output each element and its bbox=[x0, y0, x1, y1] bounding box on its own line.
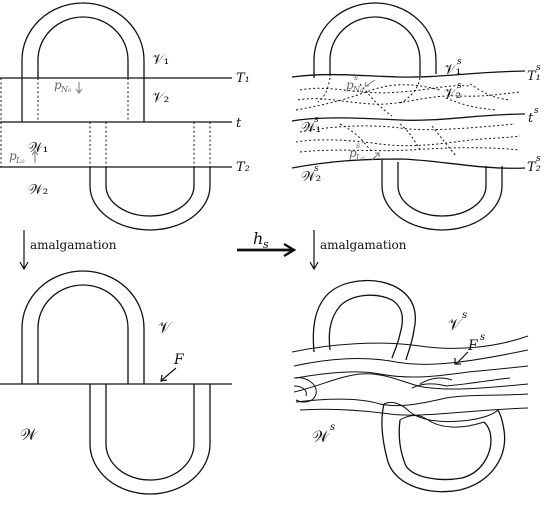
label-t: t bbox=[236, 116, 242, 131]
label-pL0s-sup: s bbox=[356, 141, 360, 150]
label-t1s: T₁ bbox=[527, 69, 541, 84]
line-t2s bbox=[291, 158, 526, 169]
w-u-inner bbox=[105, 167, 195, 217]
label-pN0s-sup: s bbox=[354, 73, 358, 82]
arrow-left-down: amalgamation bbox=[19, 230, 117, 271]
label-t2: T₂ bbox=[236, 160, 250, 175]
label-w1: 𝒲₁ bbox=[28, 140, 48, 156]
vs-inner bbox=[328, 294, 404, 359]
label-amalgamation-left: amalgamation bbox=[30, 238, 117, 252]
ws-u-inner bbox=[397, 162, 487, 217]
label-pL0: p bbox=[9, 149, 17, 163]
w-u-outer bbox=[89, 167, 211, 231]
label-hs: h bbox=[253, 229, 263, 248]
vs-outer bbox=[312, 279, 417, 361]
label-v1s-sup: s bbox=[457, 57, 462, 67]
label-w2: 𝒲₂ bbox=[28, 182, 48, 198]
label-pL0s: p bbox=[349, 146, 357, 160]
label-ts-sup: s bbox=[534, 106, 539, 116]
label-t2s-sup: s bbox=[536, 154, 541, 164]
v-arch-outer bbox=[21, 2, 145, 122]
ws-u-outer bbox=[381, 160, 503, 231]
label-v1s: 𝒱₁ bbox=[444, 62, 461, 78]
label-vs: 𝒱 bbox=[448, 315, 464, 334]
label-t1s-sup: s bbox=[536, 63, 541, 73]
label-v1: 𝒱₁ bbox=[152, 52, 169, 68]
panel-top-right: 𝒱₁ s 𝒱₂ s 𝒲₁ s 𝒲₂ s T₁ s t s T₂ s p N₀ s… bbox=[291, 2, 541, 231]
label-ws-sup: s bbox=[330, 422, 335, 433]
arrow-pN0 bbox=[75, 82, 83, 94]
label-v: 𝒱 bbox=[158, 318, 174, 337]
label-pN0-sub: N₀ bbox=[60, 85, 72, 94]
label-f: F bbox=[173, 352, 185, 368]
label-amalgamation-right: amalgamation bbox=[320, 238, 407, 252]
line-ts bbox=[291, 113, 526, 122]
label-fs-sup: s bbox=[480, 332, 485, 343]
fs-bands bbox=[291, 335, 529, 416]
ws-outer bbox=[381, 403, 506, 493]
v-arch-inner bbox=[37, 16, 129, 78]
ws-inner bbox=[398, 419, 492, 481]
label-w1s: 𝒲₁ bbox=[301, 120, 321, 136]
label-pL0s-sub: L₀ bbox=[355, 153, 365, 162]
v-outer bbox=[21, 270, 145, 384]
panel-bottom-left: 𝒱 𝒲 F bbox=[0, 270, 232, 495]
label-w2s-sup: s bbox=[314, 164, 319, 174]
v-arch-dotted bbox=[37, 78, 129, 122]
panel-bottom-right: 𝒱 s 𝒲 s F s bbox=[291, 279, 529, 493]
label-w2s: 𝒲₂ bbox=[301, 169, 321, 185]
arrow-pL0s bbox=[371, 152, 380, 161]
arrow-pL0 bbox=[31, 150, 39, 163]
w-outer bbox=[89, 384, 211, 495]
v-inner bbox=[37, 284, 129, 384]
tangle-dotted bbox=[295, 77, 521, 157]
label-v2: 𝒱₂ bbox=[152, 90, 169, 106]
label-pN0: p bbox=[54, 78, 62, 92]
w-inner bbox=[105, 384, 195, 481]
label-v2s-sup: s bbox=[457, 81, 462, 91]
ws-join bbox=[383, 401, 499, 423]
arrow-fs bbox=[454, 351, 469, 365]
label-v2s: 𝒱₂ bbox=[444, 86, 461, 102]
label-t1: T₁ bbox=[236, 71, 250, 86]
label-w: 𝒲 bbox=[20, 425, 38, 444]
label-ws: 𝒲 bbox=[312, 427, 330, 446]
label-fs: F bbox=[467, 338, 479, 354]
label-w1s-sup: s bbox=[314, 115, 319, 125]
arrow-hs: h s bbox=[237, 229, 297, 258]
arrow-f bbox=[160, 367, 177, 382]
label-vs-sup: s bbox=[462, 310, 467, 321]
label-ts: t bbox=[528, 111, 534, 126]
label-pN0s-sub: N₀ bbox=[352, 85, 364, 94]
vs-arch-inner bbox=[329, 16, 421, 76]
label-pL0-sub: L₀ bbox=[15, 156, 25, 165]
arrow-right-down: amalgamation bbox=[309, 230, 407, 271]
vs-arch-outer bbox=[313, 2, 437, 78]
arrow-pN0s bbox=[364, 79, 376, 87]
label-pN0s: p bbox=[346, 78, 354, 92]
w-u-dotted bbox=[89, 122, 211, 167]
line-t1s bbox=[291, 70, 526, 78]
label-t2s: T₂ bbox=[527, 160, 541, 175]
panel-top-left: 𝒱₁ 𝒱₂ 𝒲₁ 𝒲₂ T₁ t T₂ p N₀ p L₀ bbox=[0, 2, 250, 231]
label-hs-sub: s bbox=[263, 238, 269, 251]
